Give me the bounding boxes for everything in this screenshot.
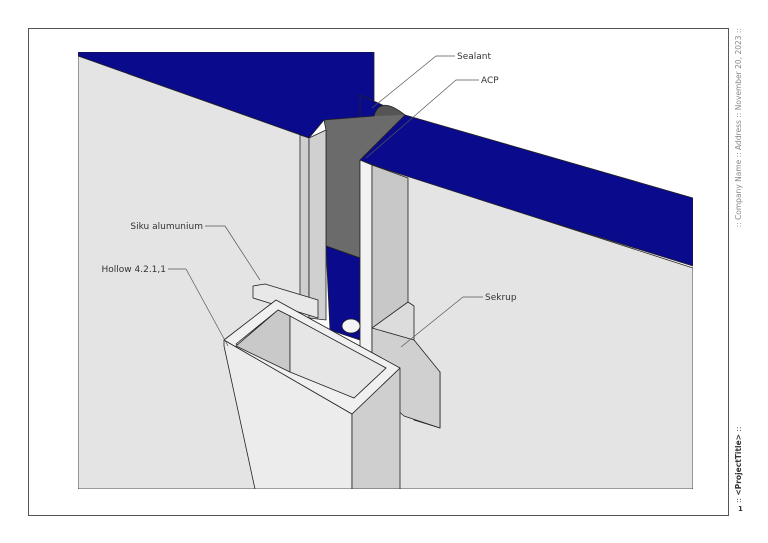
title-prefix: :: (734, 495, 743, 503)
title-text: <ProjectTitle> (734, 434, 743, 496)
meta-text: :: Company Name :: Address :: November 2… (734, 28, 743, 228)
project-title: :: <ProjectTitle> :: (732, 383, 746, 503)
leader-sekrup (400, 296, 483, 348)
title-suffix: :: (734, 426, 743, 434)
leader-siku (205, 225, 261, 281)
label-acp: ACP (481, 76, 499, 86)
leader-sealant (371, 55, 455, 109)
left-joint-wall (308, 129, 327, 321)
screw-head (341, 318, 361, 334)
sealant-curve (373, 104, 406, 117)
siku-angle-left-flange (252, 283, 319, 319)
title-block: :: Company Name :: Address :: November 2… (732, 28, 746, 516)
leader-hollow (168, 268, 229, 347)
leader-acp (365, 79, 479, 159)
label-siku-alumunium: Siku alumunium (130, 222, 203, 232)
left-panel-return (299, 134, 310, 311)
page-number: 1 (738, 505, 743, 513)
label-sekrup: Sekrup (485, 293, 517, 303)
label-hollow: Hollow 4.2.1,1 (102, 265, 167, 275)
hollow-inner-side (289, 315, 387, 399)
acp-top-blue-band (78, 52, 375, 139)
label-sealant: Sealant (457, 52, 491, 62)
